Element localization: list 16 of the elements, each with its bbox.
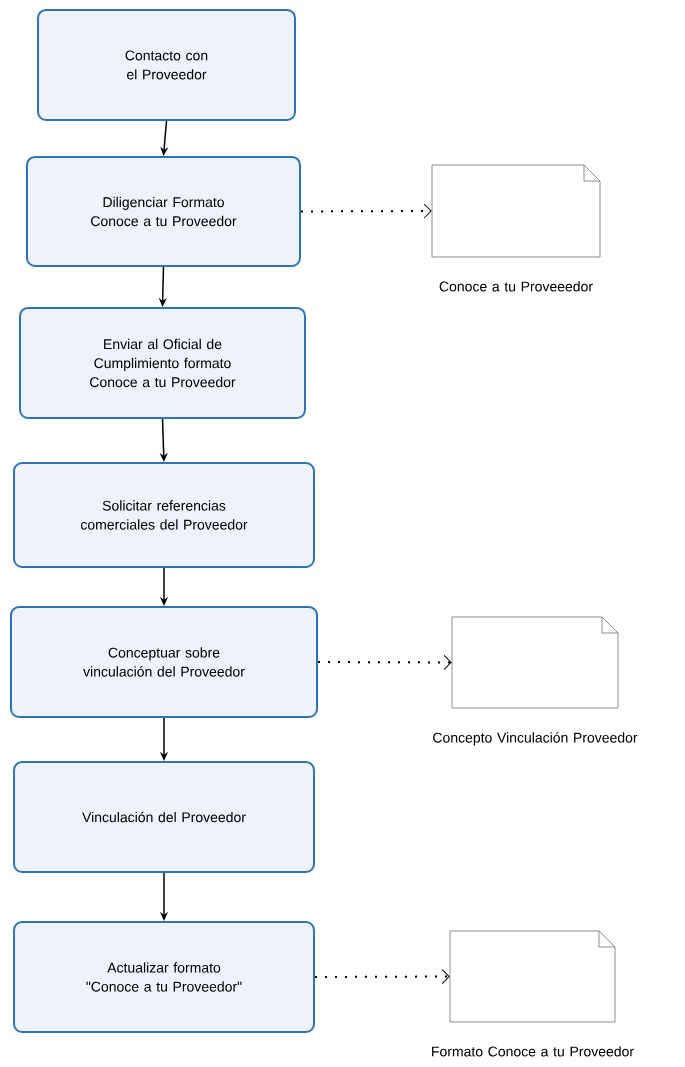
document-label: Conoce a tu Proveeedor xyxy=(439,281,593,292)
process-box: Contacto con el Proveedor xyxy=(37,9,296,121)
document-icon xyxy=(449,930,616,1023)
document-icon xyxy=(451,616,619,709)
arrow xyxy=(314,969,450,984)
process-box: Vinculación del Proveedor xyxy=(13,761,315,873)
process-box: Conceptuar sobre vinculación del Proveedor xyxy=(10,606,318,718)
arrow xyxy=(317,654,452,670)
document-label: Concepto Vinculación Proveedor xyxy=(433,732,638,746)
arrow xyxy=(300,203,432,219)
document-icon xyxy=(431,164,601,258)
process-box: Actualizar formato "Conoce a tu Proveedor" xyxy=(13,921,315,1033)
process-box: Diligenciar Formato Conoce a tu Proveedor xyxy=(26,156,301,267)
document-label: Formato Conoce a tu Proveedor xyxy=(432,1046,634,1057)
process-box: Enviar al Oficial de Cumplimiento formato Conoce a tu Proveedor xyxy=(19,307,306,419)
process-box: Solicitar referencias comerciales del Proveedor xyxy=(13,462,315,568)
